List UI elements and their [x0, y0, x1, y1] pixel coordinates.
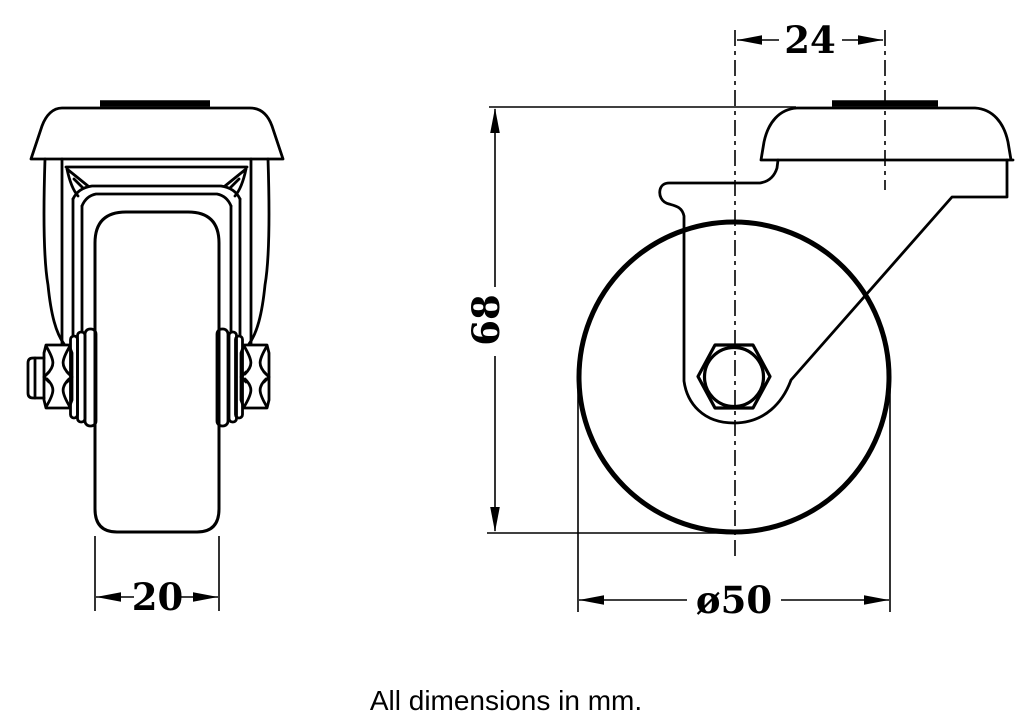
axle-bolt-head-left: [42, 343, 74, 410]
side-view: 24 68 ø50: [464, 18, 1015, 622]
right-leg-outer-edge: [247, 157, 271, 346]
wheel-circle: [576, 219, 892, 535]
hex-axle-nut: [696, 343, 772, 410]
left-leg-outer-edge: [42, 157, 66, 346]
cap-outline-side: [759, 106, 1015, 162]
dimension-wheel-width: 20: [94, 536, 220, 619]
arrowhead-right-icon: [193, 592, 218, 602]
arrowhead-right-icon: [858, 35, 883, 45]
arrowhead-left-icon: [96, 592, 121, 602]
fork-outline-side: [658, 158, 1009, 425]
plate-bar-lower: [80, 192, 233, 208]
axle-nut-right: [239, 343, 271, 410]
axle-bore-circle: [702, 345, 766, 409]
top-cap-front: [29, 100, 285, 161]
arrowhead-up-icon: [490, 108, 500, 133]
dimension-wheel-diameter: ø50: [577, 382, 891, 622]
dimension-overall-height: 68: [464, 106, 796, 534]
dimension-label-wheel-diameter: ø50: [696, 578, 772, 622]
fork-legs-front: [42, 157, 271, 346]
dimension-plate-offset: 24: [737, 18, 883, 62]
axle-assembly-front: [26, 327, 271, 428]
plate-bar-upper: [71, 184, 242, 201]
units-note: All dimensions in mm.: [370, 685, 642, 716]
axle-bolt-tip: [26, 356, 46, 400]
cap-outline-front: [29, 106, 285, 161]
left-plate-edge: [71, 197, 84, 338]
right-plate-edge: [229, 197, 242, 338]
arrowhead-left-icon: [737, 35, 762, 45]
arrowhead-right-icon: [864, 595, 889, 605]
arrowhead-left-icon: [579, 595, 604, 605]
yoke-frame-front: [64, 165, 249, 338]
wheel-front-outline: [93, 210, 221, 534]
arrowhead-down-icon: [490, 507, 500, 532]
dimension-label-wheel-width: 20: [132, 575, 184, 619]
front-view: 20: [26, 100, 285, 619]
top-cap-side: [759, 100, 1015, 162]
dimension-label-overall-height: 68: [464, 294, 508, 346]
dimension-label-plate-offset: 24: [784, 18, 836, 62]
